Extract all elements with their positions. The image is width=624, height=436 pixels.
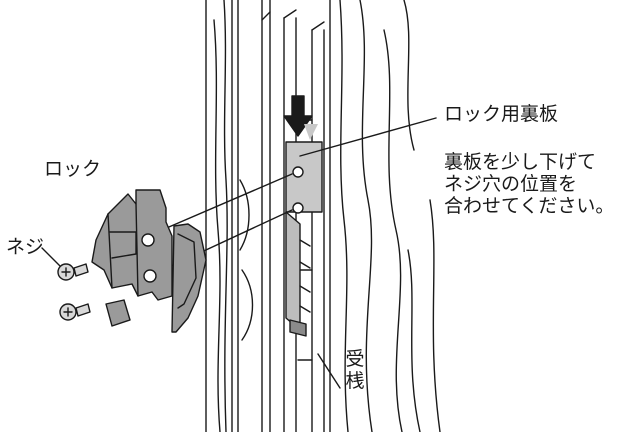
screw-icon: [57, 263, 89, 281]
lock-back-plate: [285, 141, 323, 337]
screw-icon: [59, 303, 91, 321]
instruction-line: 合わせてください。: [444, 195, 615, 217]
door-frame: [205, 0, 441, 433]
instruction-line: 裏板を少し下げて: [444, 151, 597, 173]
down-arrow-icon: [283, 95, 318, 140]
lock-part: [91, 189, 207, 333]
lock-label: ロック: [44, 158, 102, 180]
screw-leader: [41, 247, 61, 267]
receiving-jamb: [237, 0, 325, 433]
instruction-line: ネジ穴の位置を: [444, 173, 578, 195]
screw-label: ネジ: [6, 236, 45, 258]
instruction-text: 裏板を少し下げて ネジ穴の位置を 合わせてください。: [444, 151, 622, 217]
jamb-label: 受 桟: [344, 348, 366, 392]
lock-plate-label: ロック用裏板: [444, 103, 559, 125]
jamb-label-char: 受: [345, 348, 365, 370]
jamb-label-char: 桟: [345, 370, 365, 392]
